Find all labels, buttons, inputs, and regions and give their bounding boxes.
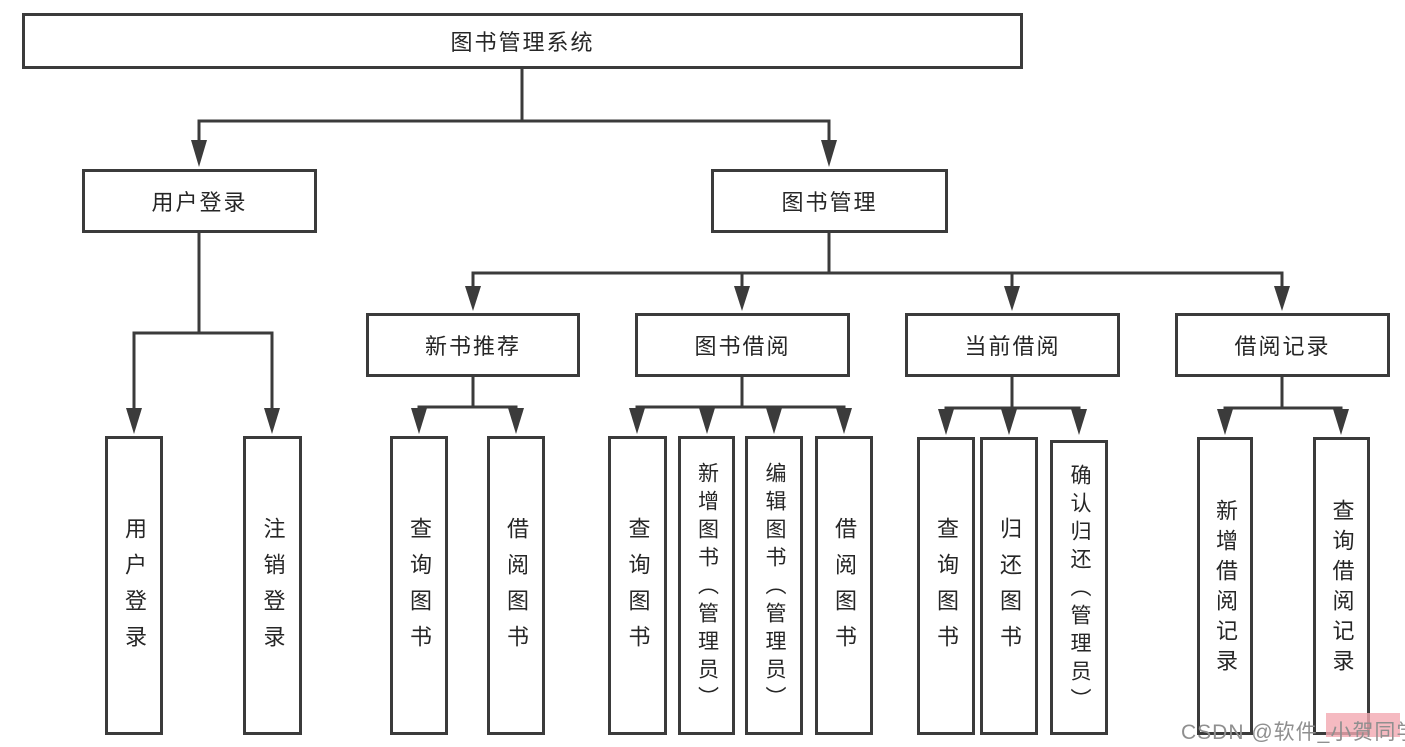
connector-newbooks-to-leaves — [417, 377, 518, 411]
node-library-management-system: 图书管理系统 — [22, 13, 1023, 69]
node-book-management: 图书管理 — [711, 169, 948, 233]
node-leaf-user-login: 用户登录 — [105, 436, 163, 735]
arrowhead — [734, 286, 750, 311]
node-current-borrowing: 当前借阅 — [905, 313, 1120, 377]
arrowhead — [1004, 286, 1020, 311]
node-leaf-query-books: 查询图书 — [390, 436, 448, 735]
arrowhead — [264, 408, 280, 434]
arrowhead — [126, 408, 142, 434]
arrowhead — [699, 408, 715, 434]
watermark-highlight — [1326, 713, 1400, 737]
connector-userlogin-to-leaves — [132, 233, 274, 410]
arrowhead — [1217, 409, 1233, 435]
node-leaf-borrow-books: 借阅图书 — [487, 436, 545, 735]
node-leaf-return-books: 归还图书 — [980, 437, 1038, 735]
node-leaf-query-borrow-record: 查询借阅记录 — [1313, 437, 1370, 735]
arrowheads — [126, 140, 1349, 435]
connector-borrowing-to-leaves — [635, 377, 846, 411]
arrowhead — [1274, 286, 1290, 311]
arrowhead — [1001, 409, 1017, 435]
node-book-borrowing: 图书借阅 — [635, 313, 850, 377]
connector-records-to-leaves — [1223, 377, 1343, 412]
arrowhead — [1333, 409, 1349, 435]
node-leaf-query-books: 查询图书 — [608, 436, 667, 735]
node-leaf-add-borrow-record: 新增借阅记录 — [1197, 437, 1253, 735]
watermark: CSDN @软件_小贺同学 — [1181, 721, 1405, 744]
node-leaf-add-books-admin: 新增图书（管理员） — [678, 436, 735, 735]
connector-current-to-leaves — [944, 377, 1081, 412]
arrowhead — [465, 286, 481, 311]
node-leaf-edit-books-admin: 编辑图书（管理员） — [745, 436, 803, 735]
connector-root-to-level1 — [197, 69, 831, 142]
arrowhead — [766, 408, 782, 434]
arrowhead — [836, 408, 852, 434]
arrowhead — [821, 140, 837, 167]
connector-bookmgmt-to-level2 — [471, 233, 1284, 290]
arrowhead — [938, 409, 954, 435]
arrowhead — [1071, 409, 1087, 435]
node-leaf-query-books: 查询图书 — [917, 437, 975, 735]
arrowhead — [191, 140, 207, 167]
node-new-book-recommendation: 新书推荐 — [366, 313, 580, 377]
node-leaf-borrow-books: 借阅图书 — [815, 436, 873, 735]
arrowhead — [411, 408, 427, 434]
arrowhead — [508, 408, 524, 434]
node-leaf-logout: 注销登录 — [243, 436, 302, 735]
node-leaf-confirm-return-admin: 确认归还（管理员） — [1050, 440, 1108, 735]
arrowhead — [629, 408, 645, 434]
node-borrowing-records: 借阅记录 — [1175, 313, 1390, 377]
node-user-login: 用户登录 — [82, 169, 317, 233]
